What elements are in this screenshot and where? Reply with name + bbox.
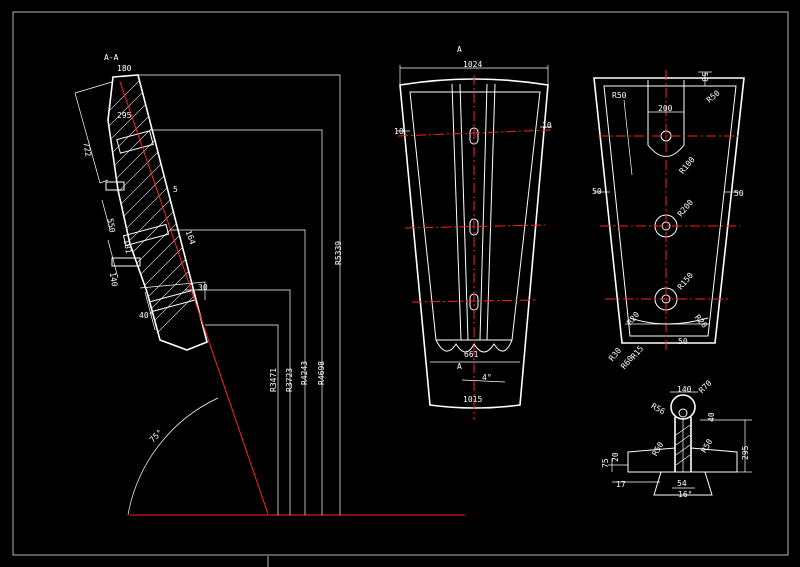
dim-180: 180	[117, 64, 132, 73]
dim-10-left: 10	[394, 127, 404, 136]
dim-661: 661	[464, 350, 479, 359]
front-bottom-wave	[435, 339, 513, 353]
dim-1024: 1024	[463, 60, 482, 69]
dim-40-bolt: 40	[707, 412, 716, 422]
plan-inner-outline	[603, 85, 737, 337]
dim-5: 5	[173, 185, 178, 194]
bolt-head-circle	[670, 394, 696, 420]
side-centerline	[119, 81, 269, 515]
dim-181: 181	[122, 239, 133, 255]
r3471-bracket	[205, 324, 279, 515]
dim-r100: R100	[677, 155, 696, 176]
dim-17: 17	[616, 480, 626, 489]
dim-r30: R30	[607, 346, 623, 363]
dim-550: 550	[105, 218, 116, 234]
front-outer-outline	[399, 78, 549, 409]
plate-hatching	[108, 75, 207, 350]
dim-140: 140	[108, 272, 119, 288]
dim-r4698: R4698	[317, 361, 326, 385]
dim-75deg: 75°	[148, 428, 165, 445]
bolt-pocket-3	[122, 223, 170, 247]
dim-200: 200	[658, 104, 673, 113]
bolt-pocket-1	[116, 130, 154, 154]
r4243-bracket	[170, 229, 306, 515]
dim-r4243: R4243	[300, 361, 309, 385]
base-wedge	[653, 471, 713, 496]
dim-722: 722	[81, 142, 92, 158]
bolt-pocket-4	[111, 257, 141, 267]
dim-30: 30	[198, 283, 208, 292]
section-mark-a-bottom: A	[457, 362, 462, 371]
dim-50-right: 50	[734, 189, 744, 198]
dim-10-right: 10	[542, 121, 552, 130]
dim-140-bolt: 140	[677, 385, 692, 394]
dim-r200: R200	[676, 198, 695, 219]
dim-16deg: 16°	[678, 490, 692, 499]
r3723-bracket	[185, 289, 291, 515]
dim-1015: 1015	[463, 395, 482, 404]
dim-r5339: R5339	[334, 241, 343, 265]
dim-r15: R15	[629, 344, 645, 361]
right-plan-view	[593, 70, 745, 350]
front-inner-outline	[409, 91, 541, 341]
dim-r56: R56	[650, 401, 667, 416]
dim-r20-right: R20	[693, 313, 709, 330]
bolt-center-hole	[678, 408, 688, 418]
dim-r3471: R3471	[269, 368, 278, 392]
dim-295: 295	[117, 111, 132, 120]
plan-outer-outline	[593, 77, 745, 344]
dim-r50-bolt-right: R50	[699, 437, 714, 454]
dim-75: 75	[601, 458, 610, 468]
drawing-border	[12, 11, 789, 556]
dim-40deg: 40°	[139, 311, 153, 320]
r4698-bracket	[150, 129, 323, 515]
dim-4deg: 4°	[482, 373, 492, 382]
dim-r50-right: R50	[705, 88, 722, 104]
dim-20: 20	[611, 452, 620, 462]
r5339-bracket	[138, 74, 341, 515]
dim-295-bolt: 295	[741, 445, 750, 460]
flange-right	[690, 447, 738, 473]
section-mark-a-top: A	[457, 45, 462, 54]
angle-arc-75	[127, 397, 219, 516]
plate-outline	[107, 74, 208, 351]
dim-50-left: 50	[592, 187, 602, 196]
dim-50-bottom: 50	[678, 337, 688, 346]
dim-r70: R70	[697, 378, 714, 395]
bolt-pocket-5	[148, 289, 196, 313]
dim-50-top: 50	[700, 72, 709, 82]
svg-text:A-A: A-A	[104, 53, 119, 62]
front-view	[397, 65, 552, 420]
dim-r150: R150	[676, 271, 695, 292]
bolt-pocket-2	[105, 181, 125, 191]
dim-164: 164	[184, 229, 197, 246]
dim-54: 54	[677, 479, 687, 488]
dim-r3723: R3723	[285, 368, 294, 392]
bolt-section-view	[608, 391, 752, 496]
dim-r50-left: R50	[612, 91, 627, 100]
